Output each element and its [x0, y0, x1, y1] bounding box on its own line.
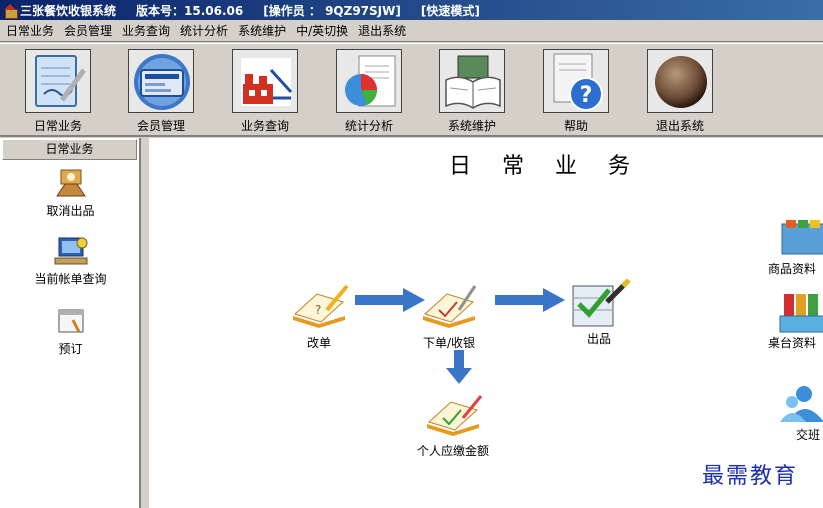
mode-label: [快速模式]: [420, 3, 480, 18]
app-name: 三张餐饮收银系统: [20, 3, 117, 18]
sidebar-item-label: 预订: [58, 342, 83, 356]
toolbar-help-button[interactable]: ? 帮助: [536, 49, 616, 137]
flow-personal-amount[interactable]: 个人应缴金额: [417, 388, 489, 459]
menu-language-switch[interactable]: 中/英切换: [296, 24, 349, 38]
version-label: 版本号：15.06.06: [136, 3, 244, 18]
building-query-icon: [232, 49, 298, 113]
personal-amount-icon: [421, 388, 485, 438]
operator-label: [操作员 ： 9QZ97SJW]: [263, 3, 401, 18]
sidebar-item-cancel-dish[interactable]: 取消出品: [0, 166, 141, 219]
flow-label: 改单: [306, 336, 331, 350]
sidebar-header[interactable]: 日常业务: [2, 139, 137, 160]
right-item-shift-handover[interactable]: 交班: [778, 382, 823, 443]
flow-label: 下单/收银: [422, 336, 476, 350]
toolbar-label: 业务查询: [240, 119, 289, 133]
menu-bar: 日常业务 会员管理 业务查询 统计分析 系统维护 中/英切换 退出系统: [0, 20, 823, 42]
page-title: 日 常 业 务: [449, 154, 642, 179]
toolbar: 日常业务 会员管理: [0, 43, 823, 137]
flow-label: 个人应缴金额: [417, 444, 490, 458]
main-panel: 日 常 业 务 ? 改单 下单/收银: [149, 138, 823, 508]
flow-place-order[interactable]: 下单/收银: [417, 280, 481, 351]
toolbar-system-maintenance-button[interactable]: 系统维护: [432, 49, 512, 137]
place-order-icon: [417, 280, 481, 330]
right-item-table-data[interactable]: 桌台资料: [768, 290, 823, 351]
sidebar-item-label: 取消出品: [46, 204, 95, 218]
toolbar-label: 统计分析: [344, 119, 393, 133]
sidebar-item-label: 当前帐单查询: [34, 272, 107, 286]
toolbar-label: 会员管理: [136, 119, 185, 133]
arrow-down-icon: [446, 350, 472, 384]
reservation-icon: [51, 304, 91, 338]
right-item-goods-data[interactable]: 商品资料: [768, 216, 823, 277]
svg-text:?: ?: [580, 83, 593, 108]
flow-label: 交班: [796, 428, 821, 442]
flow-label: 出品: [586, 332, 611, 346]
svg-text:?: ?: [315, 303, 321, 317]
flow-serve[interactable]: 出品: [567, 276, 631, 347]
pie-chart-report-icon: [336, 49, 402, 113]
toolbar-statistics-button[interactable]: 统计分析: [329, 49, 409, 137]
flow-edit-order[interactable]: ? 改单: [287, 280, 351, 351]
app-icon: [4, 3, 18, 19]
serve-icon: [567, 276, 631, 327]
menu-business-query[interactable]: 业务查询: [122, 24, 171, 38]
flow-label: 桌台资料: [768, 336, 817, 350]
toolbar-label: 日常业务: [33, 119, 82, 133]
notepad-pen-icon: [25, 49, 91, 113]
menu-member-management[interactable]: 会员管理: [64, 24, 113, 38]
sidebar: 日常业务 取消出品 当前帐单查询: [0, 138, 141, 508]
arrow-right-icon: [495, 288, 565, 312]
toolbar-business-query-button[interactable]: 业务查询: [225, 49, 305, 137]
toolbar-label: 帮助: [563, 119, 588, 133]
bill-query-icon: [51, 234, 91, 268]
toolbar-exit-button[interactable]: 退出系统: [640, 49, 720, 137]
title-bar: 三张餐饮收银系统 版本号：15.06.06 [操作员 ： 9QZ97SJW] […: [0, 0, 823, 20]
watermark: 最需教育: [702, 464, 799, 489]
shift-handover-icon: [780, 386, 823, 422]
sidebar-item-reservation[interactable]: 预订: [0, 304, 141, 357]
menu-daily-business[interactable]: 日常业务: [6, 24, 55, 38]
arrow-right-icon: [355, 288, 425, 312]
toolbar-label: 退出系统: [655, 119, 704, 133]
open-book-icon: [439, 49, 505, 113]
cancel-dish-icon: [51, 166, 91, 200]
flow-label: 商品资料: [768, 262, 817, 276]
menu-system-maintenance[interactable]: 系统维护: [238, 24, 287, 38]
help-icon: ?: [543, 49, 609, 113]
goods-data-icon: [781, 220, 823, 255]
toolbar-member-management-button[interactable]: 会员管理: [121, 49, 201, 137]
table-data-icon: [779, 294, 823, 333]
exit-orb-icon: [647, 49, 713, 113]
edit-order-icon: ?: [287, 280, 351, 330]
toolbar-label: 系统维护: [447, 119, 496, 133]
toolbar-daily-business-button[interactable]: 日常业务: [18, 49, 98, 137]
menu-exit[interactable]: 退出系统: [358, 24, 407, 38]
member-card-icon: [128, 49, 194, 113]
menu-statistics[interactable]: 统计分析: [180, 24, 229, 38]
sidebar-item-bill-query[interactable]: 当前帐单查询: [0, 234, 141, 287]
